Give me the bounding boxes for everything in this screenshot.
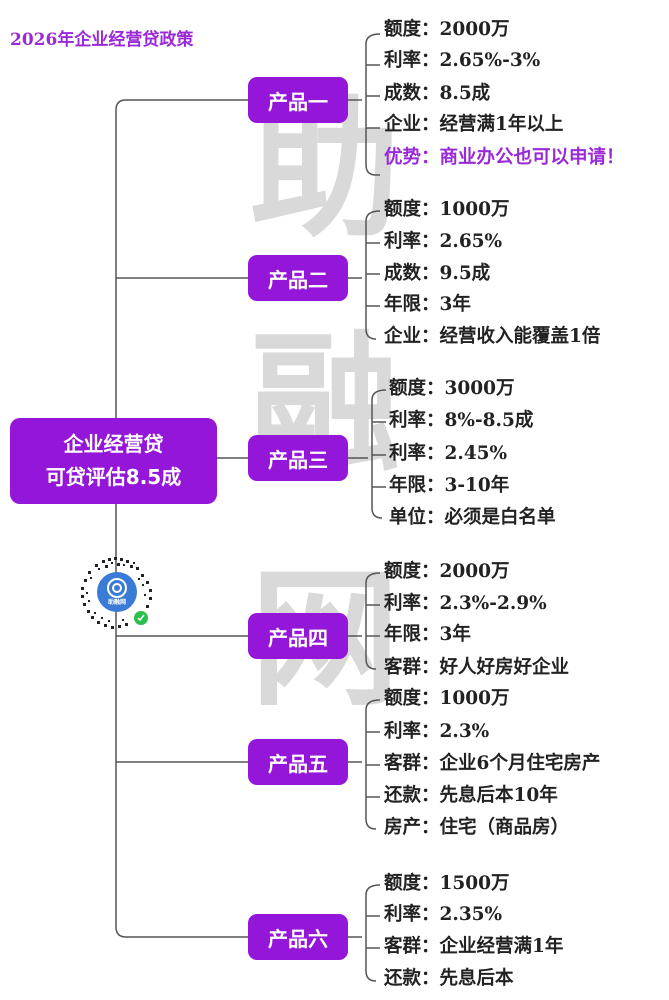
root-line-2: 可贷评估8.5成 (45, 465, 182, 489)
product-1-item: 企业：经营满1年以上 (384, 114, 564, 135)
product-node-3: 产品三 (248, 435, 348, 481)
product-1-item: 成数：8.5成 (384, 83, 491, 104)
product-4-item: 年限：3年 (384, 624, 471, 645)
product-2-item: 利率：2.65% (384, 231, 503, 252)
product-6-item: 利率：2.35% (384, 904, 503, 925)
product-1-item: 额度：2000万 (384, 19, 510, 40)
product-5-item: 利率：2.3% (384, 721, 490, 742)
product-3-item: 单位：必须是白名单 (389, 507, 556, 528)
product-6-item: 客群：企业经营满1年 (384, 936, 564, 957)
product-node-4: 产品四 (248, 613, 348, 659)
qr-code-icon: 助融网 (81, 557, 152, 629)
product-4-item: 利率：2.3%-2.9% (384, 593, 547, 614)
product-node-2: 产品二 (248, 255, 348, 301)
product-2-item: 企业：经营收入能覆盖1倍 (384, 326, 601, 347)
product-5-item: 房产：住宅（商品房） (384, 817, 570, 838)
qr-logo-text: 助融网 (108, 598, 126, 606)
product-3-item: 额度：3000万 (389, 378, 515, 399)
product-4-item: 客群：好人好房好企业 (384, 657, 570, 678)
product-6-item: 还款：先息后本 (384, 968, 514, 989)
product-node-1: 产品一 (248, 77, 348, 123)
product-3-item: 年限：3-10年 (389, 475, 510, 496)
product-6-item: 额度：1500万 (384, 873, 510, 894)
product-node-5: 产品五 (248, 739, 348, 785)
page-title: 2026年企业经营贷政策 (10, 30, 194, 50)
product-3-item: 利率：8%-8.5成 (389, 410, 534, 431)
product-1-item: 利率：2.65%-3% (384, 50, 541, 71)
product-5-item: 额度：1000万 (384, 688, 510, 709)
product-2-item: 成数：9.5成 (384, 263, 491, 284)
root-line-1: 企业经营贷 (63, 432, 164, 456)
product-node-6: 产品六 (248, 914, 348, 960)
product-1-item-highlight: 优势：商业办公也可以申请！ (384, 147, 625, 168)
product-5-item: 客群：企业6个月住宅房产 (384, 753, 601, 774)
product-3-item: 利率：2.45% (389, 443, 508, 464)
product-2-item: 额度：1000万 (384, 199, 510, 220)
product-5-item: 还款：先息后本10年 (384, 785, 558, 806)
product-4-item: 额度：2000万 (384, 561, 510, 582)
root-node: 企业经营贷 可贷评估8.5成 (10, 418, 217, 504)
product-2-item: 年限：3年 (384, 294, 471, 315)
